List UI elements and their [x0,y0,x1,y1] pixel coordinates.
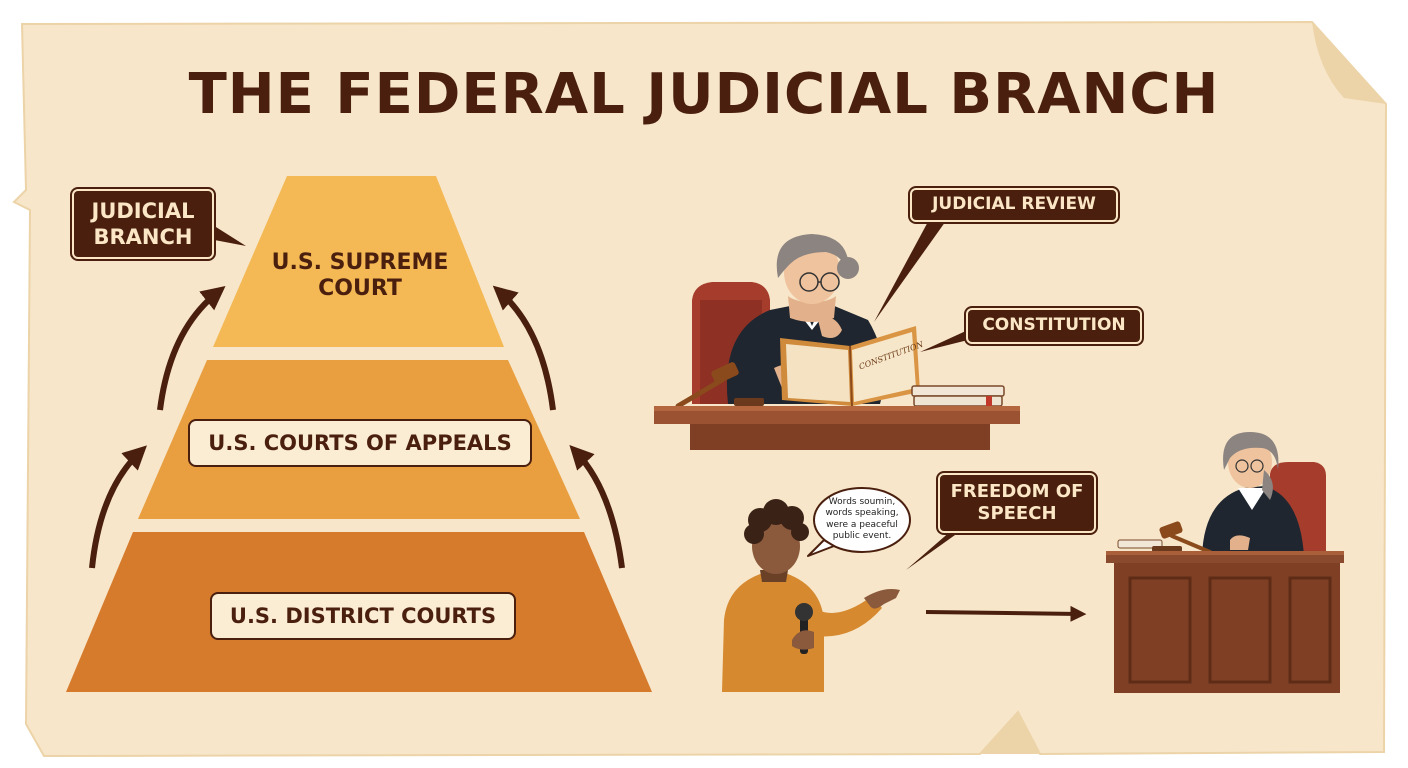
judge-bench-upper [654,406,1020,450]
arrow-district-to-appeals-left [89,445,147,569]
speech-line2: words speaking, [825,508,899,519]
speech-bubble-text: Words soumin, words speaking, were a pea… [818,497,906,542]
supreme-court-label: U.S. SUPREME COURT [240,250,480,303]
constitution-callout: CONSTITUTION [966,308,1142,344]
arrow-district-to-appeals-right [569,445,625,569]
speech-line4: public event. [832,530,892,541]
pointer-constitution [920,330,968,352]
gavel-lower [1117,521,1212,554]
citizen-speaker [722,499,900,692]
speech-line1: Words soumin, [828,497,896,507]
speech-line3: were a peaceful [826,519,898,530]
pointer-freedom-of-speech [906,530,962,570]
book-stack [911,385,1005,410]
freedom-of-speech-callout: FREEDOM OF SPEECH [938,473,1096,533]
judge-bench-lower [1106,551,1344,693]
page-title: THE FEDERAL JUDICIAL BRANCH [188,62,1220,127]
courts-of-appeals-label: U.S. COURTS OF APPEALS [188,419,532,467]
district-courts-label: U.S. DISTRICT COURTS [210,592,516,640]
freedom-line2: SPEECH [977,503,1057,524]
freedom-line1: FREEDOM OF [950,480,1084,502]
arrow-appeals-to-supreme-left [157,286,226,411]
speech-bubble [807,487,911,557]
judicial-review-callout: JUDICIAL REVIEW [910,188,1118,222]
curled-corner [1312,22,1386,104]
constitution-book: CONSTITUTION [780,326,925,407]
pyramid-tier-top [213,176,504,347]
lower-court-judge [1202,432,1326,556]
pointer-judicial-review [874,218,948,322]
judicial-branch-line2: BRANCH [93,225,193,249]
judicial-branch-line1: JUDICIAL [91,198,195,223]
torn-edge [980,712,1040,754]
supreme-court-line1: U.S. SUPREME [271,250,449,275]
arrow-to-court [925,605,1087,622]
gavel-upper [675,362,764,409]
judicial-branch-callout: JUDICIAL BRANCH [72,189,214,259]
supreme-court-line2: COURT [318,276,402,302]
arrow-appeals-to-supreme-right [492,285,556,411]
pointer-judicial-branch [204,222,246,246]
